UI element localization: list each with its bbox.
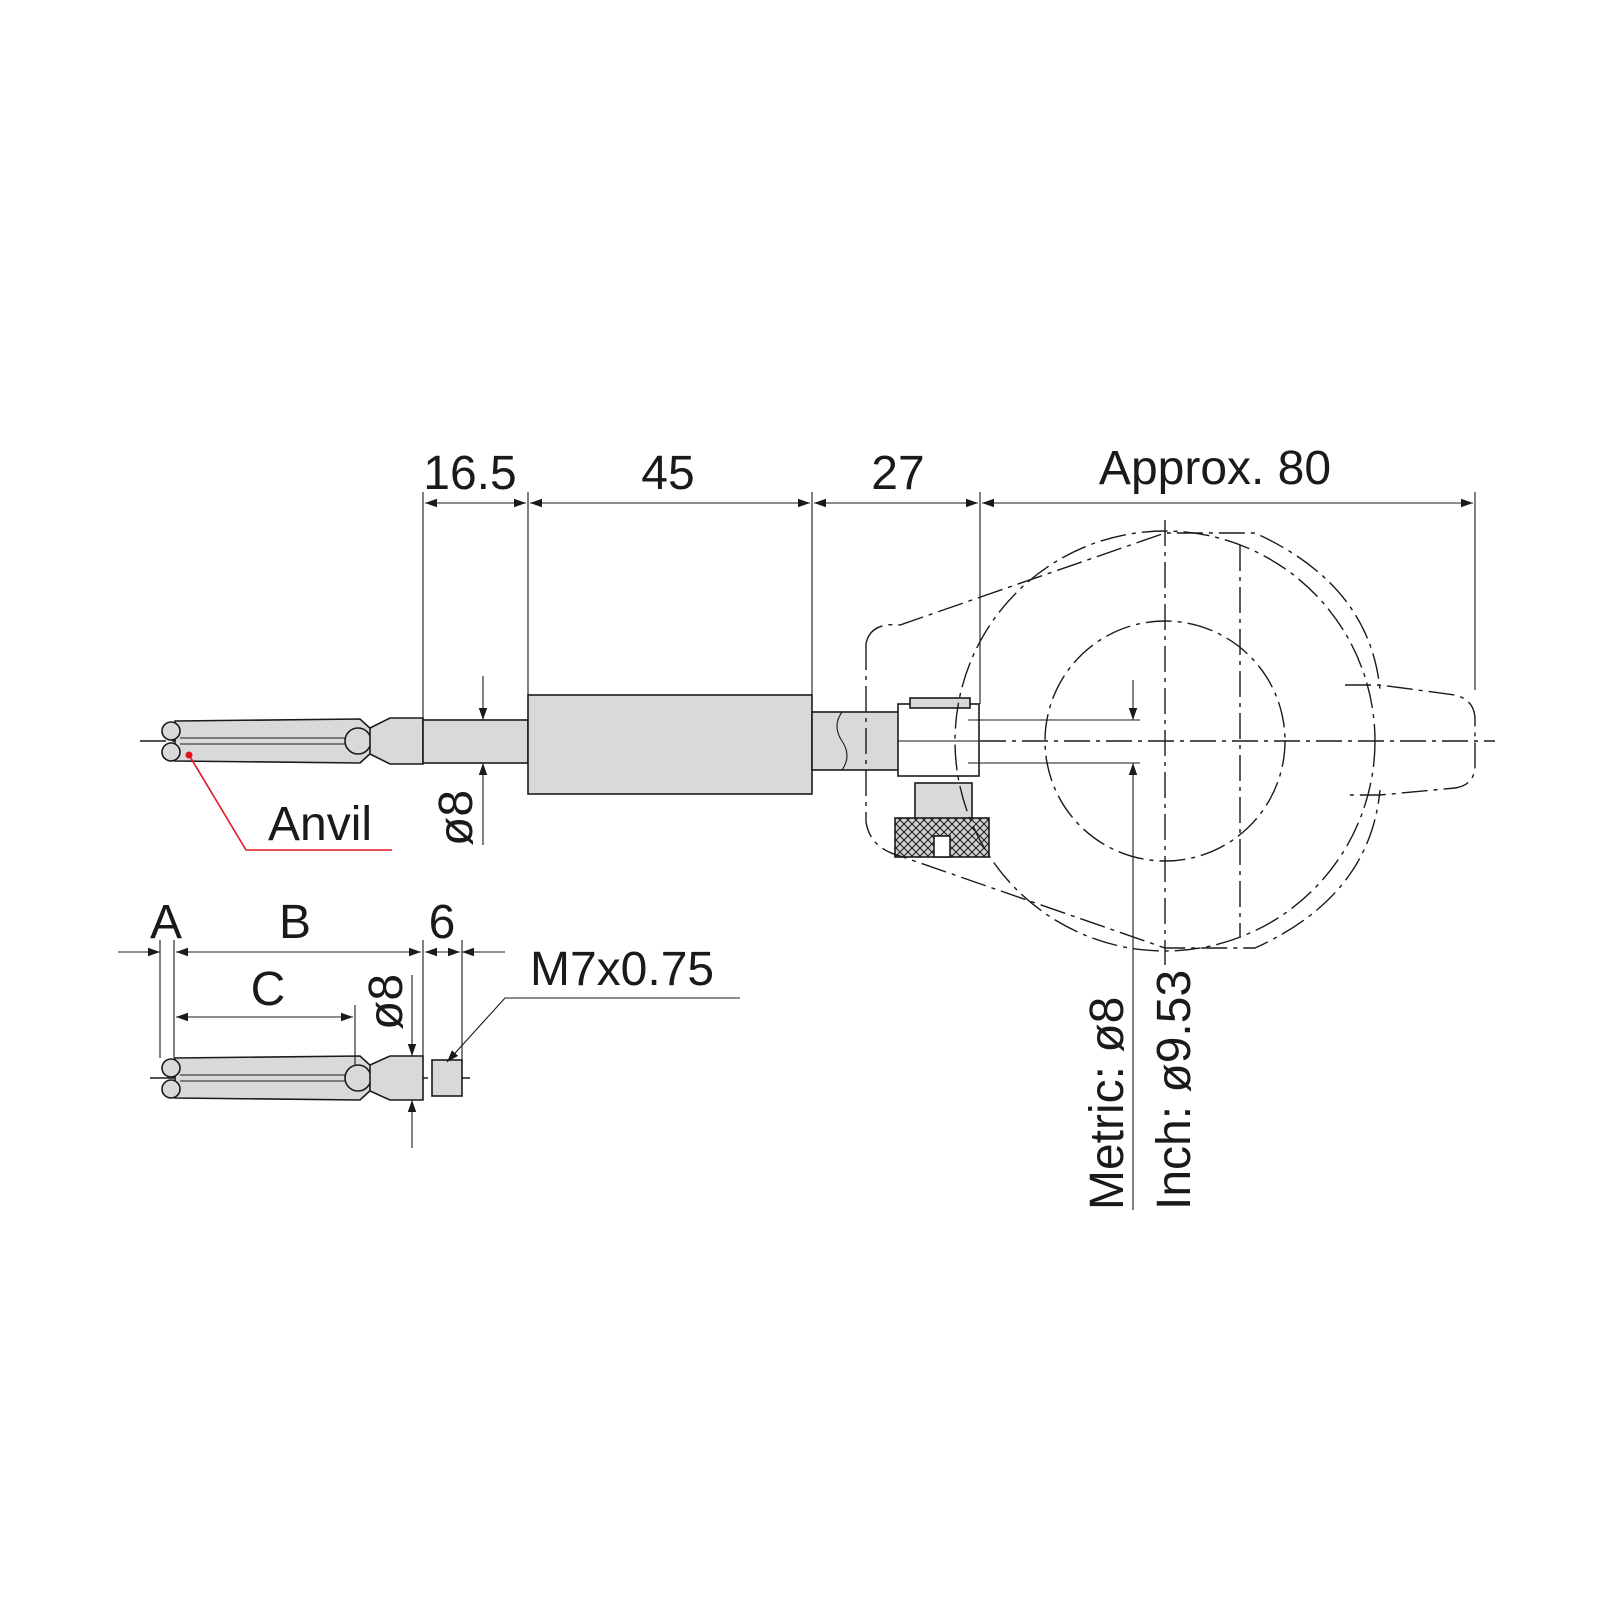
dim-b: B	[279, 896, 311, 949]
anvil-label: Anvil	[268, 798, 372, 851]
probe-head	[161, 717, 424, 765]
dim-6: 6	[429, 896, 456, 949]
main-dimensions: 16.5 45 27 Approx. 80 ø8 Metric: ø8 Inch…	[422, 442, 1476, 1210]
clamp-knob	[894, 782, 990, 858]
dim-c: C	[251, 963, 286, 1016]
dim-a: A	[150, 896, 182, 949]
body-tube	[527, 694, 813, 795]
main-gauge	[140, 520, 1495, 965]
detail-diameter: ø8	[360, 974, 413, 1030]
thread-label: M7x0.75	[530, 943, 714, 996]
shaft	[422, 719, 529, 764]
dim-approx-80: Approx. 80	[1099, 442, 1331, 495]
dim-27: 27	[871, 447, 924, 500]
dim-stem-inch: Inch: ø9.53	[1148, 970, 1201, 1210]
probe-detail: A B 6 C ø8 M7x0.75	[118, 896, 740, 1148]
neck	[811, 697, 980, 777]
dim-shaft-diameter: ø8	[430, 790, 483, 846]
anvil-callout: Anvil	[185, 751, 392, 851]
dial-indicator	[865, 520, 1476, 965]
thread-stub	[431, 1059, 463, 1097]
dim-16-5: 16.5	[423, 447, 516, 500]
dim-45: 45	[641, 447, 694, 500]
dim-stem-metric: Metric: ø8	[1081, 997, 1134, 1210]
